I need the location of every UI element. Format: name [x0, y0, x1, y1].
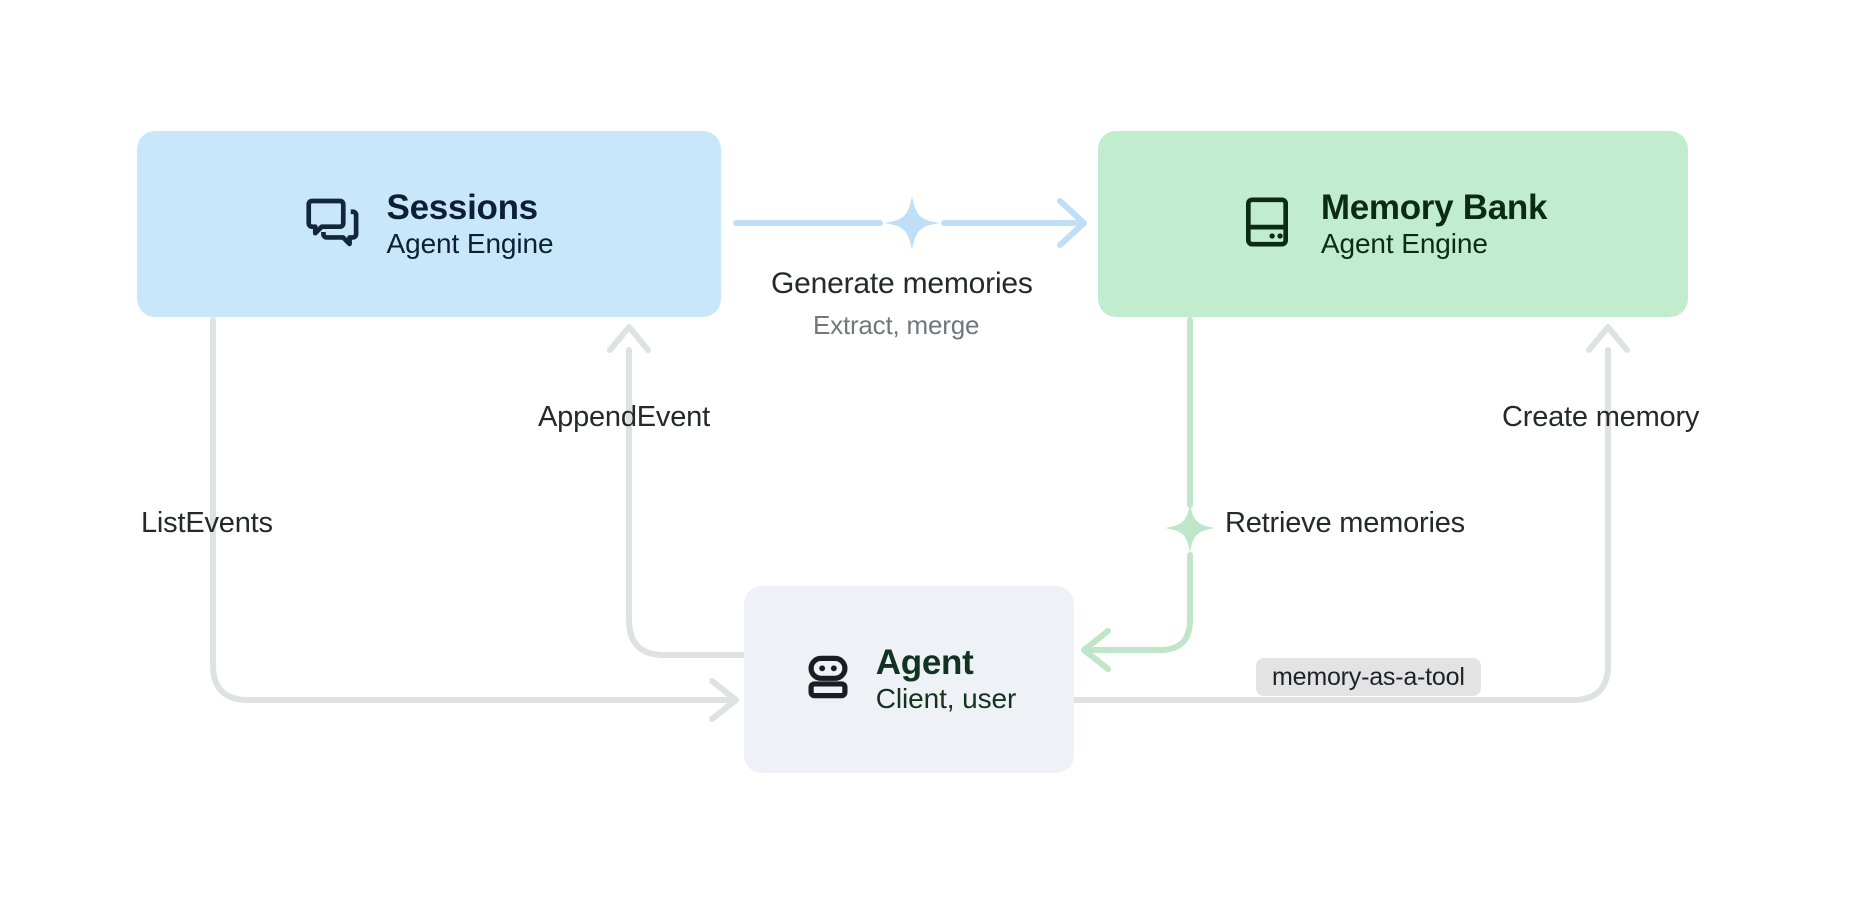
sparkle-icon — [884, 196, 940, 250]
edge-label-generate-memories: Generate memories — [771, 267, 1033, 300]
edge-label-create-memory: Create memory — [1502, 401, 1700, 433]
robot-icon — [802, 651, 854, 708]
database-icon — [1239, 194, 1295, 255]
edge-generate-memories — [733, 196, 1087, 250]
node-memory-bank-title: Memory Bank — [1320, 187, 1548, 227]
edge-create-memory — [1071, 324, 1630, 703]
forum-icon — [305, 194, 361, 255]
node-agent-subtitle: Client, user — [875, 683, 1017, 715]
node-memory-bank-subtitle: Agent Engine — [1320, 227, 1488, 259]
sparkle-icon — [1165, 503, 1215, 553]
edge-list-events — [210, 317, 739, 722]
node-sessions-text: Sessions Agent Engine — [387, 188, 554, 261]
node-memory-bank[interactable]: Memory Bank Agent Engine — [1098, 131, 1688, 317]
edge-append-event — [607, 324, 747, 658]
node-sessions-subtitle: Agent Engine — [386, 227, 554, 259]
edge-label-append-event: AppendEvent — [538, 401, 710, 433]
node-agent[interactable]: Agent Client, user — [744, 586, 1074, 773]
edge-sublabel-generate-memories: Extract, merge — [813, 310, 980, 340]
node-agent-title: Agent — [875, 643, 974, 683]
node-memory-bank-text: Memory Bank Agent Engine — [1320, 187, 1548, 261]
edge-label-retrieve-memories: Retrieve memories — [1225, 507, 1465, 539]
node-sessions-title: Sessions — [386, 187, 539, 227]
node-agent-text: Agent Client, user — [875, 643, 1017, 716]
node-sessions[interactable]: Sessions Agent Engine — [137, 131, 721, 317]
edge-label-list-events: ListEvents — [141, 507, 273, 539]
edge-retrieve-memories — [1081, 317, 1215, 672]
badge-memory-as-a-tool: memory-as-a-tool — [1256, 658, 1481, 696]
